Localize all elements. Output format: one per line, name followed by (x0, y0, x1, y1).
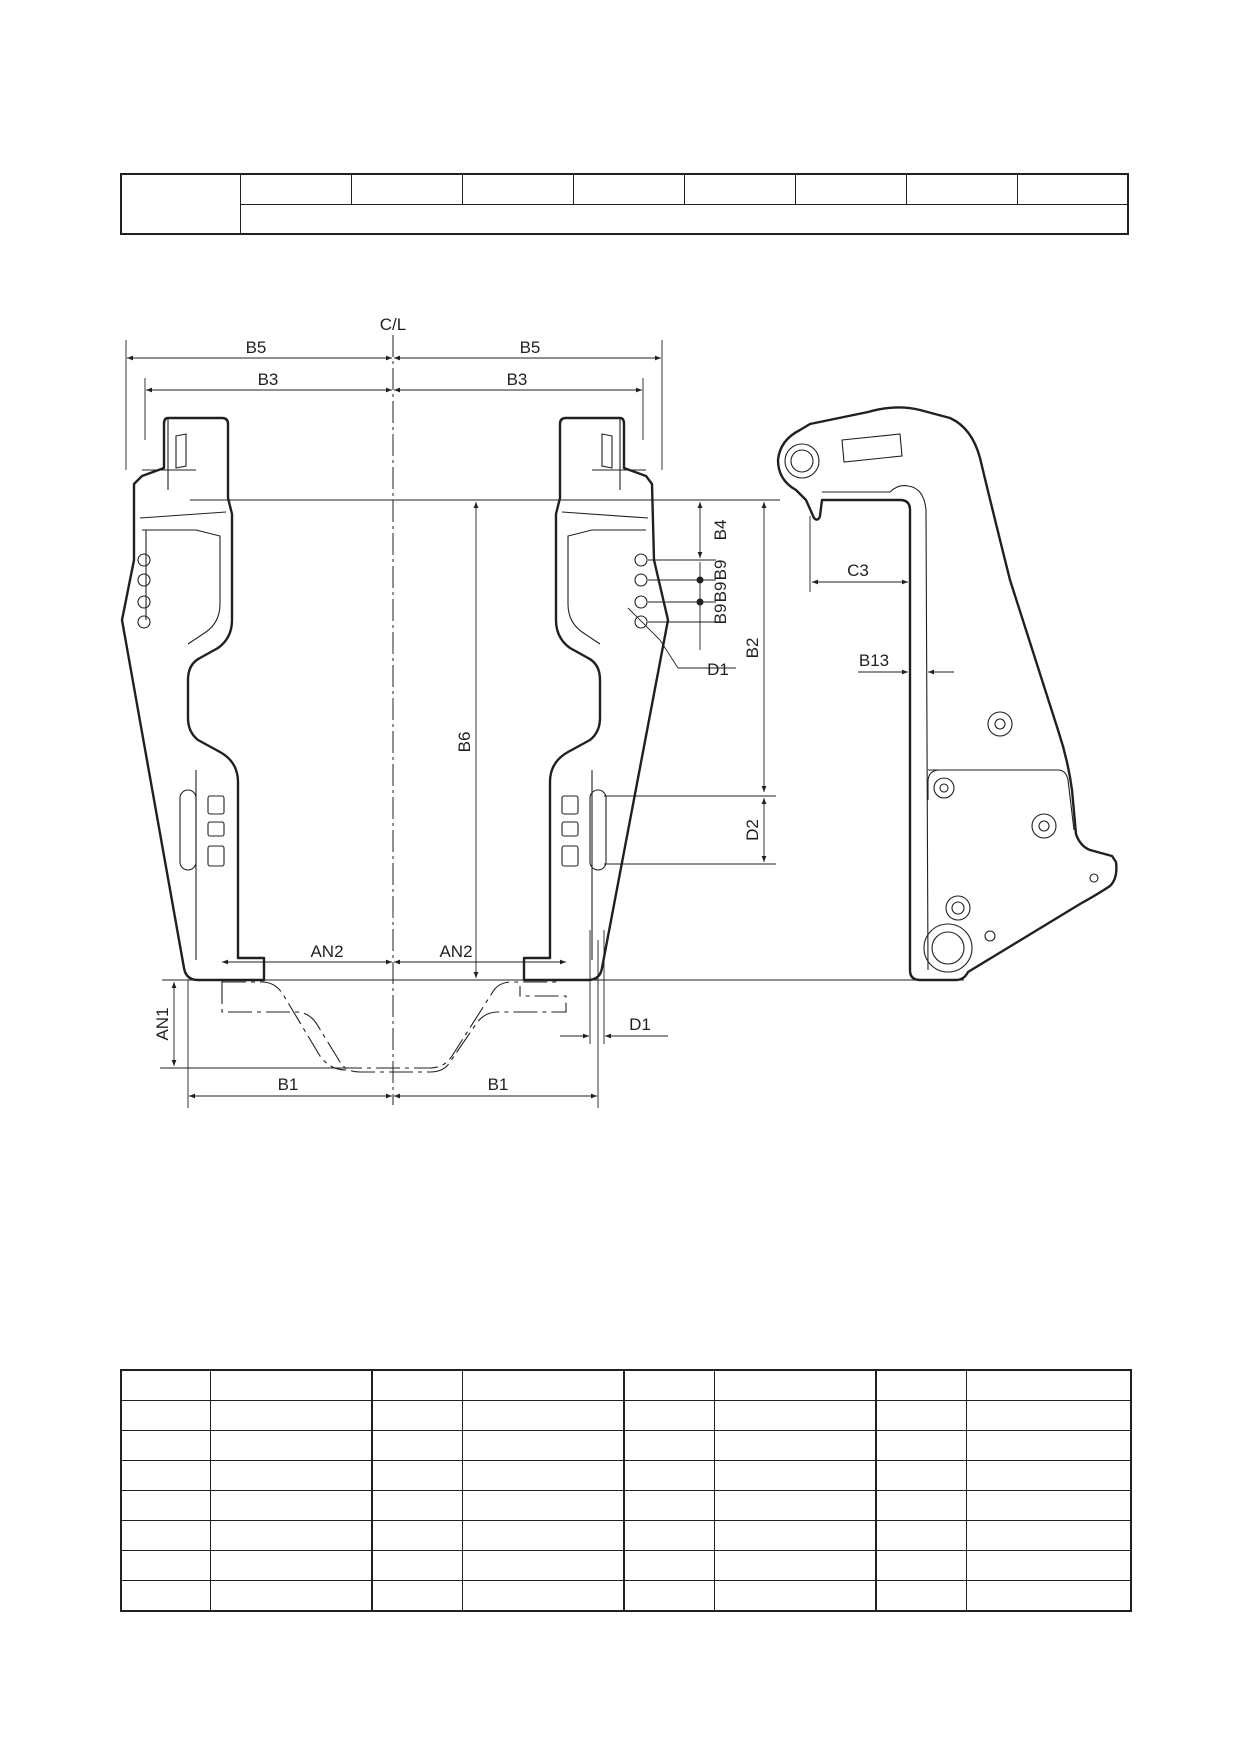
b2-label: B2 (743, 638, 762, 659)
header-cell (350, 173, 463, 205)
b5-label-left: B5 (246, 338, 267, 357)
d1-leader-bottom (659, 639, 679, 669)
d1-hole-label: D1 (707, 660, 729, 679)
an1-label: AN1 (153, 1007, 172, 1040)
header-cell (572, 173, 685, 205)
d2-label: D2 (743, 819, 762, 841)
b3-label-right: B3 (507, 370, 528, 389)
centerline-label: C/L (380, 315, 406, 334)
header-cell (794, 173, 907, 205)
carriage-phantom-upper (221, 980, 567, 1073)
b9-label-bottom: B9 (711, 604, 730, 625)
d1-leader-top (627, 607, 661, 641)
b9-label-top: B9 (711, 560, 730, 581)
header-cell (1016, 173, 1129, 205)
d1-bottom-label: D1 (629, 1015, 651, 1034)
an2-label-right: AN2 (439, 942, 472, 961)
side-view-carriage (776, 406, 1118, 982)
c3-label: C3 (847, 561, 869, 580)
an2-label-left: AN2 (310, 942, 343, 961)
b9-label-mid: B9 (711, 582, 730, 603)
dimensions-table (120, 1369, 1132, 1612)
carriage-phantom-lower (186, 981, 560, 1069)
header-table (120, 173, 1129, 235)
left-fork (120, 416, 266, 982)
b9-dot-1 (696, 576, 704, 584)
b13-label: B13 (859, 651, 889, 670)
header-cell (239, 203, 1129, 235)
b1-label-right: B1 (488, 1075, 509, 1094)
header-cell (120, 173, 241, 235)
header-cell (461, 173, 574, 205)
header-cell (683, 173, 796, 205)
b4-label: B4 (711, 520, 730, 541)
right-fork (522, 416, 670, 982)
b6-label: B6 (455, 732, 474, 753)
b5-label-right: B5 (520, 338, 541, 357)
b9-dot-2 (696, 598, 704, 606)
b3-label-left: B3 (258, 370, 279, 389)
carriage-phantom-side (222, 981, 347, 1071)
b1-label-left: B1 (278, 1075, 299, 1094)
